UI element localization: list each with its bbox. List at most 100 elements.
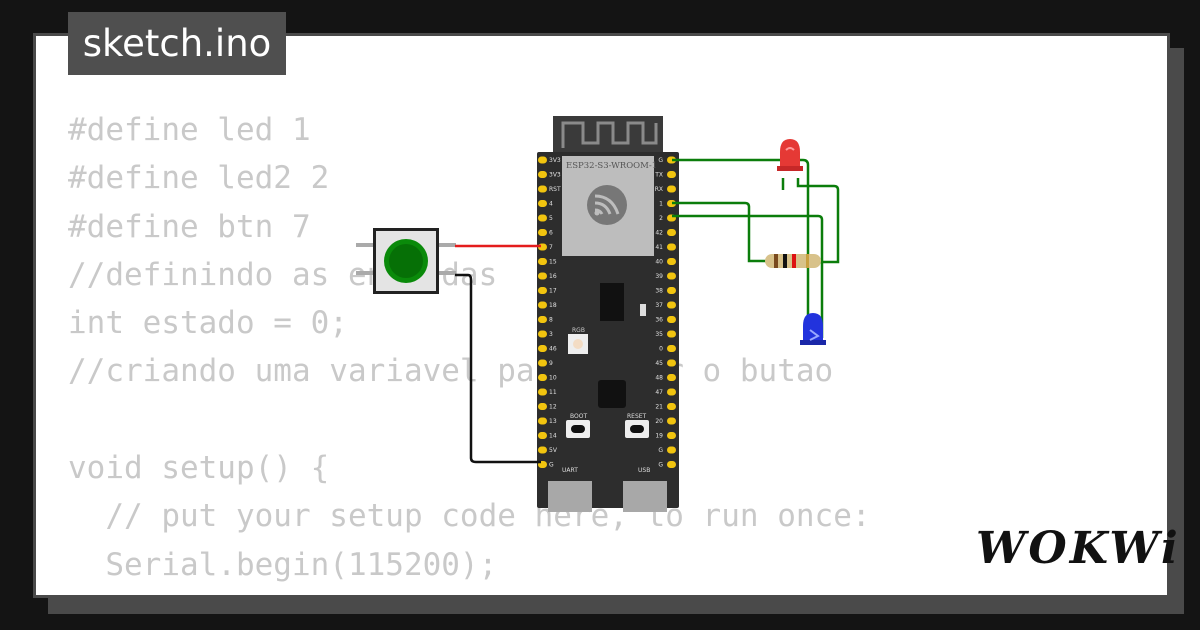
wokwi-logo[interactable]: WOKWi [976,523,1181,574]
boot-label: BOOT [570,413,587,420]
pin-pad[interactable] [667,316,676,323]
boot-button-cap [571,425,585,433]
pin-pad[interactable] [667,374,676,381]
reset-button-cap [630,425,644,433]
pin-label: 20 [655,418,663,425]
smd-led [640,304,646,316]
pin-pad[interactable] [538,345,547,352]
usb-label: USB [638,467,650,474]
button-leg [438,271,456,275]
pin-label: 14 [549,433,557,440]
button-leg [356,271,374,275]
pin-pad[interactable] [667,301,676,309]
chip [600,283,624,321]
pin-pad[interactable] [667,229,676,236]
pin-label: 7 [549,244,553,251]
pin-label: 3 [549,331,553,338]
pin-pad[interactable] [538,156,547,164]
pin-label: 39 [655,273,663,280]
pin-label: 5V [549,447,558,454]
pin-pad[interactable] [538,417,547,425]
pin-pad[interactable] [667,287,676,294]
pin-pad[interactable] [667,403,676,410]
pin-label: 2 [659,215,663,222]
resistor-band [806,254,809,268]
pin-label: 38 [655,288,663,295]
pin-label: 6 [549,230,553,237]
pin-pad[interactable] [538,185,547,193]
filename-tab[interactable]: sketch.ino [68,12,286,75]
pin-pad[interactable] [667,171,676,178]
pin-pad[interactable] [538,229,547,236]
pin-pad[interactable] [538,374,547,381]
antenna-trace [561,121,658,148]
pin-pad[interactable] [538,316,547,323]
pin-label: 0 [659,346,663,353]
pin-label: 12 [549,404,557,411]
pin-label: RX [655,186,663,193]
pin-label: 11 [549,389,557,396]
pin-pad[interactable] [538,258,547,265]
pin-label: 3V3 [549,157,561,164]
blue-led[interactable] [800,313,826,345]
resistor-band [774,254,778,268]
pin-label: 15 [549,259,557,266]
pin-label: 13 [549,418,557,425]
green-wire-red-led [796,178,840,264]
pin-pad[interactable] [667,156,676,164]
uart-label: UART [562,467,578,474]
usb-port [623,481,667,512]
blue-led-body [803,313,823,342]
pin-pad[interactable] [667,258,676,265]
pin-pad[interactable] [667,388,676,396]
pin-pad[interactable] [667,185,676,193]
pin-label: 5 [549,215,553,222]
pin-label: G [549,462,554,469]
button-leg [356,243,374,247]
pin-label: G [658,157,663,164]
espressif-logo-icon [587,185,627,225]
pin-pad[interactable] [538,287,547,294]
pin-pad[interactable] [667,272,676,280]
pin-pad[interactable] [667,446,676,454]
pin-pad[interactable] [667,359,676,367]
pin-pad[interactable] [538,432,547,439]
green-wire-gnd [672,158,810,332]
pin-pad[interactable] [538,359,547,367]
pin-label: 42 [655,230,663,237]
pin-pad[interactable] [538,330,547,338]
button-cap-inner [389,244,423,278]
resistor[interactable] [765,254,821,268]
pin-pad[interactable] [538,446,547,454]
pin-pad[interactable] [538,301,547,309]
pin-pad[interactable] [538,403,547,410]
red-led[interactable] [777,139,803,171]
pin-label: 37 [655,302,663,309]
pin-pad[interactable] [538,171,547,178]
resistor-band [783,254,787,268]
pin-pad[interactable] [667,345,676,352]
code-line: Serial.begin(115200); [68,546,498,583]
pin-label: 10 [549,375,557,382]
pushbutton[interactable] [356,228,456,294]
pin-pad[interactable] [538,272,547,280]
pin-pad[interactable] [538,200,547,207]
pin-label: 35 [655,331,663,338]
pin-label: 46 [549,346,557,353]
pin-pad[interactable] [667,330,676,338]
uart-port [548,481,592,512]
pin-pad[interactable] [667,417,676,425]
red-led-highlight [785,147,795,151]
code-line: #define led 1 [68,112,311,148]
pin-pad[interactable] [538,388,547,396]
pin-label: 19 [655,433,663,440]
pin-pad[interactable] [667,461,676,468]
pin-label: 18 [549,302,557,309]
pin-pad[interactable] [667,432,676,439]
pin-pad[interactable] [667,243,676,251]
pin-pad[interactable] [538,214,547,222]
red-led-body [780,139,800,168]
code-line: #define led2 2 [68,160,330,197]
blue-led-rim [800,340,826,345]
